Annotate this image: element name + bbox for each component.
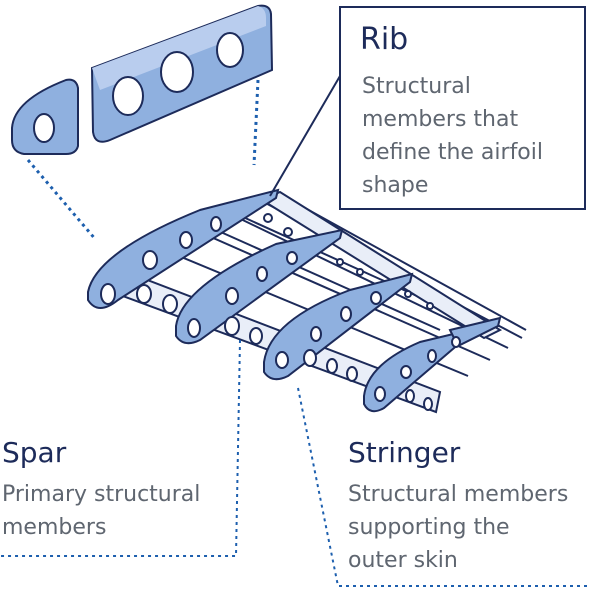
rib-desc-line: members that xyxy=(362,107,519,132)
spar-desc-line: Primary structural xyxy=(2,482,201,507)
rib-detail-small-icon xyxy=(11,78,79,155)
spar-desc-line: members xyxy=(2,515,107,540)
rib-leader-line xyxy=(269,75,341,197)
spar-description: Primary structural members xyxy=(2,478,200,544)
rib-detail-leader xyxy=(26,159,98,241)
spar-leader-line xyxy=(0,339,241,557)
rib-desc-line: Structural xyxy=(362,74,471,99)
rib-desc-line: define the airfoil xyxy=(362,140,543,165)
rib-detail-large-icon xyxy=(90,4,274,143)
stringer-description: Structural members supporting the outer … xyxy=(348,478,568,577)
wing-structure-icon xyxy=(87,188,527,414)
stringer-desc-line: Structural members xyxy=(348,482,569,507)
rib-desc-line: shape xyxy=(362,173,429,198)
spar-title: Spar xyxy=(2,436,67,469)
stringer-title: Stringer xyxy=(348,436,461,469)
rib-title: Rib xyxy=(360,22,409,57)
stringer-desc-line: supporting the xyxy=(348,515,510,540)
rib-detail-leader xyxy=(252,79,260,166)
rib-label-box xyxy=(339,6,586,210)
rib-description: Structural members that define the airfo… xyxy=(362,70,543,202)
stringer-desc-line: outer skin xyxy=(348,548,458,573)
